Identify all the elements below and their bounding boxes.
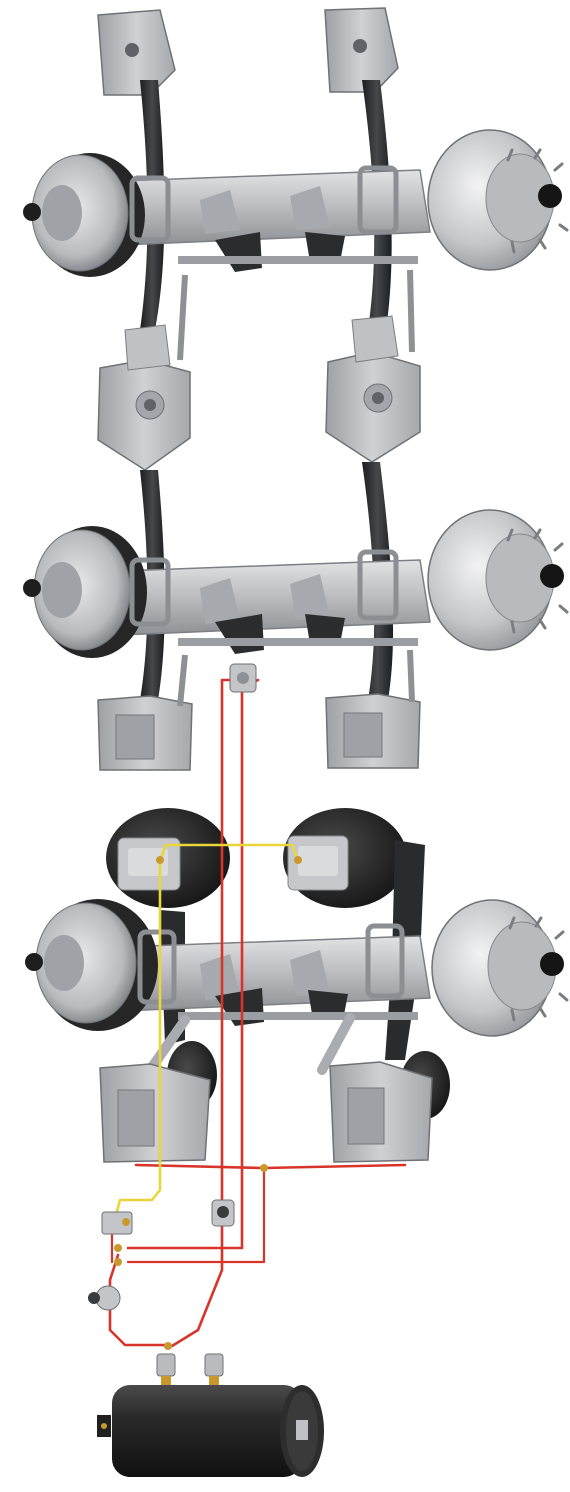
red-air-line-supply [163,1236,224,1348]
camshaft-2 [178,638,418,646]
red-air-line-upper-left [220,678,234,1240]
lift-control-valve [101,1211,133,1235]
front-hanger-right [324,7,399,93]
red-air-line-cross [134,1163,407,1170]
air-spring-right [283,808,407,908]
front-hanger-left [97,9,176,96]
air-tank-group [97,1353,324,1477]
axle-seat-left-3 [137,929,177,1005]
red-air-line-lower [108,1253,167,1347]
hub-right-2 [427,509,569,651]
regulator-valve [88,1285,121,1311]
torque-rod-right-1 [407,269,415,353]
red-air-line-to-valve [126,1166,266,1264]
hub-right-1 [427,129,569,271]
air-hanger-left [99,1063,211,1163]
hub-right-3 [431,899,569,1037]
u-bolt-left-1 [129,175,171,243]
u-bolt-right-2 [357,549,399,621]
axle-2-group [23,462,569,771]
slack-adjuster-right-1 [305,232,345,262]
pressure-protection-valve [211,1199,235,1227]
torque-rod-right-2 [407,649,415,703]
equalizer-hanger-left [97,324,191,471]
height-control-valve [229,663,257,693]
air-spring-left [106,808,230,908]
torque-rod-left-2 [177,654,188,707]
shock-absorber-left [145,1015,190,1075]
tank-valve-left [156,1353,176,1386]
rear-hanger-left [97,695,193,771]
rear-hanger-right [325,693,421,769]
axle-beam-1 [91,169,431,247]
brake-drum-left-1 [23,153,145,277]
axle-seat-right-3 [365,923,405,999]
shock-absorber-right [317,1013,355,1075]
axle-3-group [25,808,569,1163]
brake-drum-left-2 [23,526,147,658]
u-bolt-left-2 [129,557,171,627]
camshaft-3 [178,1012,418,1020]
brake-drum-left-3 [25,899,158,1031]
camshaft-1 [178,256,418,264]
slack-adjuster-right-2 [305,614,345,644]
tank-valve-right [204,1353,224,1386]
yellow-air-line [114,843,300,1217]
air-hanger-right [329,1061,433,1163]
u-bolt-right-1 [357,165,399,235]
brass-fittings [114,856,302,1350]
air-reservoir-tank [97,1385,324,1477]
equalizer-hanger-right [325,315,421,463]
axle-1-group [23,7,569,330]
torque-rod-left-1 [177,274,188,361]
